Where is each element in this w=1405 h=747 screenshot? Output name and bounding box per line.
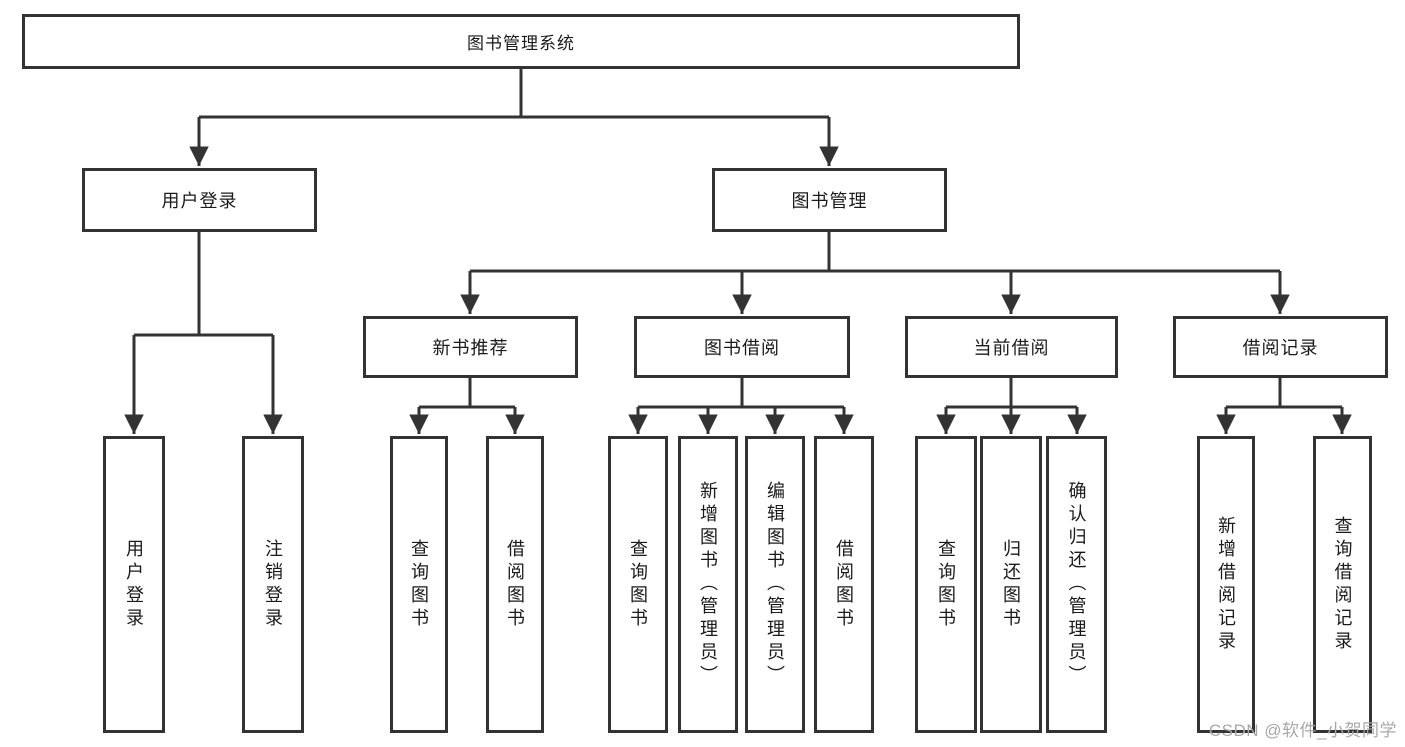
leaf-edit-books-admin: 编辑图书（管理员） — [745, 436, 805, 733]
node-book-management: 图书管理 — [712, 168, 947, 232]
node-new-book-recommend: 新书推荐 — [363, 316, 578, 378]
leaf-label: 编辑图书（管理员） — [765, 481, 785, 688]
leaf-label: 借阅图书 — [834, 538, 854, 631]
leaf-query-borrow-record: 查询借阅记录 — [1313, 436, 1372, 733]
leaf-query-books: 查询图书 — [390, 436, 448, 733]
leaf-return-books: 归还图书 — [980, 436, 1042, 733]
node-label: 用户登录 — [161, 191, 238, 211]
leaf-label: 查询图书 — [409, 538, 429, 631]
node-user-login: 用户登录 — [82, 168, 317, 232]
node-library-management-system: 图书管理系统 — [22, 14, 1020, 69]
node-label: 图书管理 — [791, 191, 868, 211]
leaf-borrow-books: 借阅图书 — [814, 436, 874, 733]
leaf-label: 注销登录 — [263, 538, 283, 631]
leaf-query-books: 查询图书 — [915, 436, 977, 733]
node-label: 图书管理系统 — [467, 34, 575, 53]
node-current-borrow: 当前借阅 — [905, 316, 1118, 378]
leaf-label: 确认归还（管理员） — [1066, 481, 1087, 688]
leaf-borrow-books: 借阅图书 — [486, 436, 544, 733]
leaf-label: 用户登录 — [124, 538, 144, 631]
leaf-logout: 注销登录 — [242, 436, 304, 733]
leaf-add-books-admin: 新增图书（管理员） — [678, 436, 738, 733]
node-borrow-records: 借阅记录 — [1173, 316, 1388, 378]
leaf-label: 查询借阅记录 — [1332, 515, 1353, 654]
csdn-watermark: CSDN @软件_小贺同学 — [1208, 721, 1397, 740]
leaf-user-login: 用户登录 — [103, 436, 165, 733]
node-label: 借阅记录 — [1242, 338, 1319, 358]
leaf-query-books: 查询图书 — [608, 436, 668, 733]
leaf-label: 借阅图书 — [505, 538, 525, 631]
leaf-label: 查询图书 — [936, 538, 956, 631]
leaf-add-borrow-record: 新增借阅记录 — [1197, 436, 1255, 733]
node-label: 新书推荐 — [432, 338, 509, 358]
leaf-label: 归还图书 — [1001, 538, 1021, 631]
leaf-label: 新增图书（管理员） — [698, 481, 718, 688]
leaf-label: 查询图书 — [628, 538, 648, 631]
node-book-borrow: 图书借阅 — [634, 316, 850, 378]
leaf-confirm-return-admin: 确认归还（管理员） — [1046, 436, 1107, 733]
node-label: 当前借阅 — [973, 338, 1050, 358]
leaf-label: 新增借阅记录 — [1216, 515, 1236, 654]
node-label: 图书借阅 — [704, 338, 780, 358]
